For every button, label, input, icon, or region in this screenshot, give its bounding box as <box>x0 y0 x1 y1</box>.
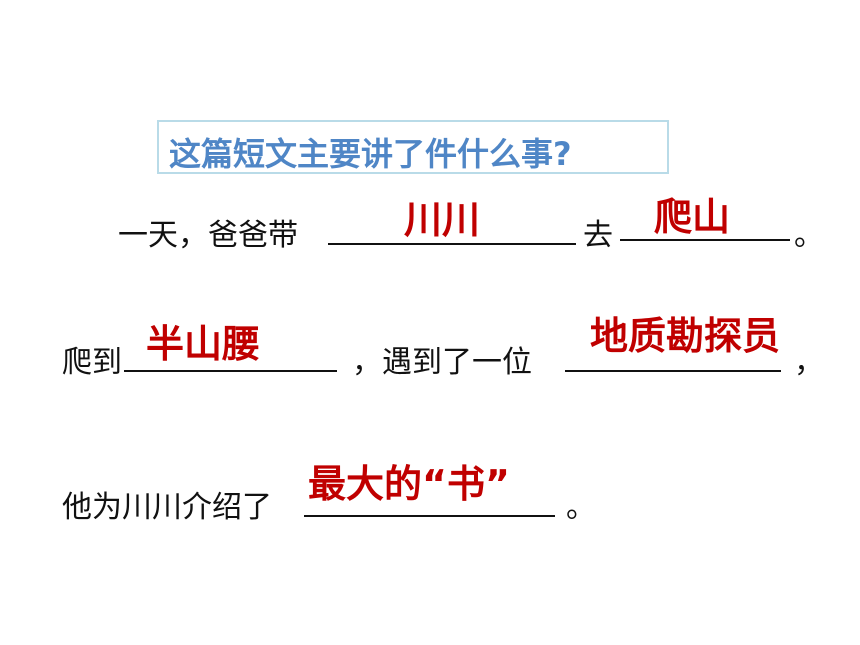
line2-answer2: 地质勘探员 <box>590 314 781 358</box>
line2-mid: ，遇到了一位 <box>352 345 532 380</box>
line1-prefix: 一天，爸爸带 <box>118 218 298 253</box>
line2-blank1 <box>124 370 337 372</box>
line3-end: 。 <box>566 490 596 525</box>
line1-mid: 去 <box>583 218 613 253</box>
line2-prefix: 爬到 <box>62 345 122 380</box>
line1-answer2: 爬山 <box>654 195 731 239</box>
line2-blank2 <box>565 370 781 372</box>
line2-end: ， <box>794 345 824 380</box>
line3-blank <box>304 515 555 517</box>
line1-blank2 <box>620 239 790 241</box>
line1-blank1 <box>328 243 576 245</box>
line1-answer1: 川川 <box>404 198 481 242</box>
line3-prefix: 他为川川介绍了 <box>62 490 272 525</box>
question-text: 这篇短文主要讲了件什么事? <box>169 135 572 173</box>
line2-answer1: 半山腰 <box>146 322 261 366</box>
line1-end: 。 <box>794 218 824 253</box>
question-box: 这篇短文主要讲了件什么事? <box>157 120 669 174</box>
line3-answer: 最大的“书” <box>308 462 510 506</box>
